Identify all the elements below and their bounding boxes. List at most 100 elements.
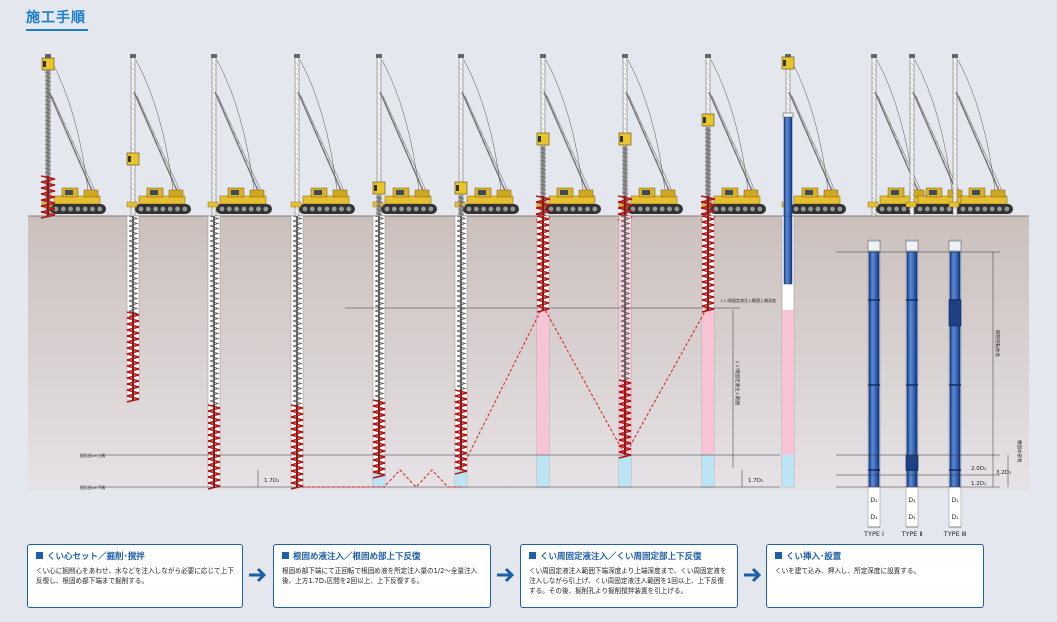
auger-flight <box>372 465 386 473</box>
pile-driver-rig <box>126 54 191 217</box>
auger-flight <box>126 341 140 349</box>
auger-flight <box>372 405 386 413</box>
step-2-box: 根固め液注入／根固め部上下反復 根固め部下端にて正回転で根固め液を所定注入量の1… <box>273 544 491 608</box>
auger-flight <box>372 423 386 431</box>
counterweight <box>332 189 348 198</box>
type-label: TYPE Ⅰ <box>863 530 884 538</box>
mast-top <box>130 54 136 58</box>
step-4-body: くいを建て込み、押入し、所定深度に設置する。 <box>775 567 921 575</box>
auger-flight <box>126 365 140 373</box>
auger-flight <box>454 431 468 439</box>
fixing-liquid-zone <box>702 310 714 455</box>
cab-window <box>65 190 73 195</box>
arrow-right-icon <box>249 567 267 583</box>
grout-zone <box>619 455 631 487</box>
arrow-right-icon <box>744 567 762 583</box>
front-bracket <box>905 201 917 208</box>
auger-flight <box>126 377 140 385</box>
sky <box>0 40 1057 216</box>
diameter-label: D₁ <box>951 514 959 521</box>
auger-flight <box>701 257 715 265</box>
counterweight <box>249 189 265 198</box>
pile-driver-rig <box>207 54 272 217</box>
auger-rod <box>624 216 626 380</box>
step-4-title: くい挿入･設置 <box>786 552 842 562</box>
pile-driver-rig <box>948 54 1013 217</box>
mast-top <box>705 54 711 58</box>
step-3-title: くい周固定液注入／くい周固定部上下反復 <box>540 552 702 562</box>
cab-window <box>231 190 239 195</box>
auger-flight <box>454 425 468 433</box>
auger-flight <box>454 401 468 409</box>
step-3-box: くい周固定液注入／くい周固定部上下反復 くい周固定液注入範囲下端深度より上端深度… <box>520 544 738 608</box>
auger-flight <box>207 452 221 460</box>
auger-flight <box>126 359 140 367</box>
auger-flight <box>290 458 304 466</box>
embed-upper-label: 掘削長1m上端 <box>80 453 105 458</box>
fixing-range-label: くい周固定液注入範囲 <box>734 360 741 405</box>
auger-flight <box>454 437 468 445</box>
auger-flight <box>618 409 632 417</box>
auger-flight <box>126 335 140 343</box>
mast-top <box>211 54 217 58</box>
leader-mast <box>130 55 136 217</box>
auger-flight <box>700 207 716 215</box>
counterweight <box>660 189 676 198</box>
mast-top <box>871 54 877 58</box>
steel-pipe-pile <box>783 115 793 217</box>
auger-rod <box>460 216 462 390</box>
grout-zone <box>702 455 714 487</box>
cab-window <box>396 190 404 195</box>
auger-flight <box>701 239 715 247</box>
dim-label-4: 1.2D₁ <box>971 481 986 487</box>
auger-flight <box>536 221 550 229</box>
counterweight <box>578 189 594 198</box>
bullet-square-icon <box>282 552 289 559</box>
auger-flight <box>617 195 633 203</box>
auger-flight <box>701 221 715 229</box>
grout-zone <box>537 455 549 487</box>
backstay <box>543 91 592 201</box>
auger-flight <box>290 422 304 430</box>
pile-driver-rig <box>40 54 106 219</box>
counterweight <box>823 189 839 198</box>
step-3-body: くい周固定液注入範囲下端深度より上端深度まで、くい周固定液を注入しながら引上げ、… <box>529 567 727 595</box>
backstay <box>708 91 757 201</box>
auger-flight <box>701 233 715 241</box>
backstay <box>461 91 510 201</box>
cab-window <box>560 190 568 195</box>
auger-flight <box>536 293 550 301</box>
auger-flight <box>701 263 715 271</box>
dim-label-3: 2.0D₁ <box>971 466 986 472</box>
auger-flight <box>454 395 468 403</box>
step-1-body: くい心に掘削心をあわせ、水などを注入しながら必要に応じて上下反復し、根固め部下端… <box>36 567 234 585</box>
cab-window <box>150 190 158 195</box>
auger-flight <box>454 467 468 475</box>
fixing-liquid-zone <box>782 310 794 455</box>
auger-flight <box>454 461 468 469</box>
backstay <box>625 91 674 201</box>
diameter-label: D₁ <box>951 497 959 504</box>
cab-window <box>891 190 899 195</box>
mast-top <box>952 54 958 58</box>
auger-flight <box>618 379 632 387</box>
type-label: TYPE Ⅲ <box>943 530 967 538</box>
pile-tip <box>867 486 881 528</box>
diameter-label: D₁ <box>908 497 916 504</box>
auger-flight <box>701 245 715 253</box>
auger-flight <box>454 419 468 427</box>
auger-flight <box>372 435 386 443</box>
fixing-top-note: くい周固定液注入範囲上端深度 <box>720 297 776 303</box>
steel-pipe-pile <box>783 215 793 285</box>
steel-pipe-pile <box>949 251 961 488</box>
bullet-square-icon <box>529 552 536 559</box>
auger-flight <box>372 429 386 437</box>
auger-flight <box>701 251 715 259</box>
auger-flight <box>618 433 632 441</box>
motion-path <box>460 305 544 471</box>
auger-flight <box>207 470 221 478</box>
auger-flight <box>290 428 304 436</box>
page-title: 施工手順 <box>26 10 86 26</box>
step-1-box: くい心セット／掘削･撹拌 くい心に掘削心をあわせ、水などを注入しながら必要に応じ… <box>27 544 243 608</box>
